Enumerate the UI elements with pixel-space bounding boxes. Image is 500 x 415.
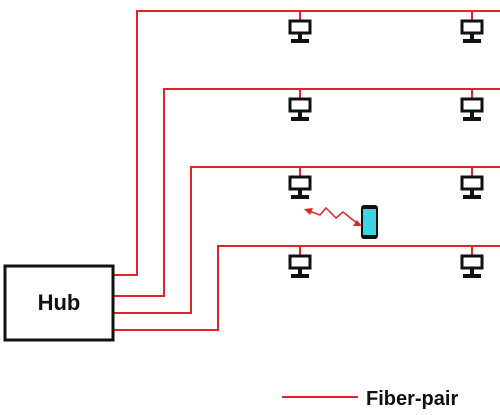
wireless-arrowhead-right (353, 220, 362, 226)
terminals (288, 9, 484, 280)
wireless-zigzag (308, 206, 359, 225)
fiber-line-row-4 (113, 245, 500, 331)
computer-terminal-icon (288, 244, 312, 280)
wireless-link (304, 206, 362, 226)
hub-box (3, 264, 115, 342)
legend-label: Fiber-pair (366, 388, 458, 410)
wireless-arrowhead-left (304, 208, 313, 215)
phone-screen (363, 209, 376, 235)
hub: Hub (3, 264, 115, 342)
computer-terminal-icon (460, 9, 484, 45)
computer-terminal-icon (460, 87, 484, 123)
computer-terminal-icon (460, 165, 484, 201)
computer-terminal-icon (288, 165, 312, 201)
hub-label: Hub (38, 290, 81, 315)
fiber-line-row-2 (113, 88, 500, 297)
computer-terminal-icon (460, 244, 484, 280)
smartphone-icon (361, 205, 378, 239)
fiber-lines (113, 10, 500, 331)
computer-terminal-icon (288, 9, 312, 45)
fiber-line-row-3 (113, 166, 500, 314)
legend: Fiber-pair (282, 388, 458, 410)
fiber-line-row-1 (113, 10, 500, 276)
computer-terminal-icon (288, 87, 312, 123)
